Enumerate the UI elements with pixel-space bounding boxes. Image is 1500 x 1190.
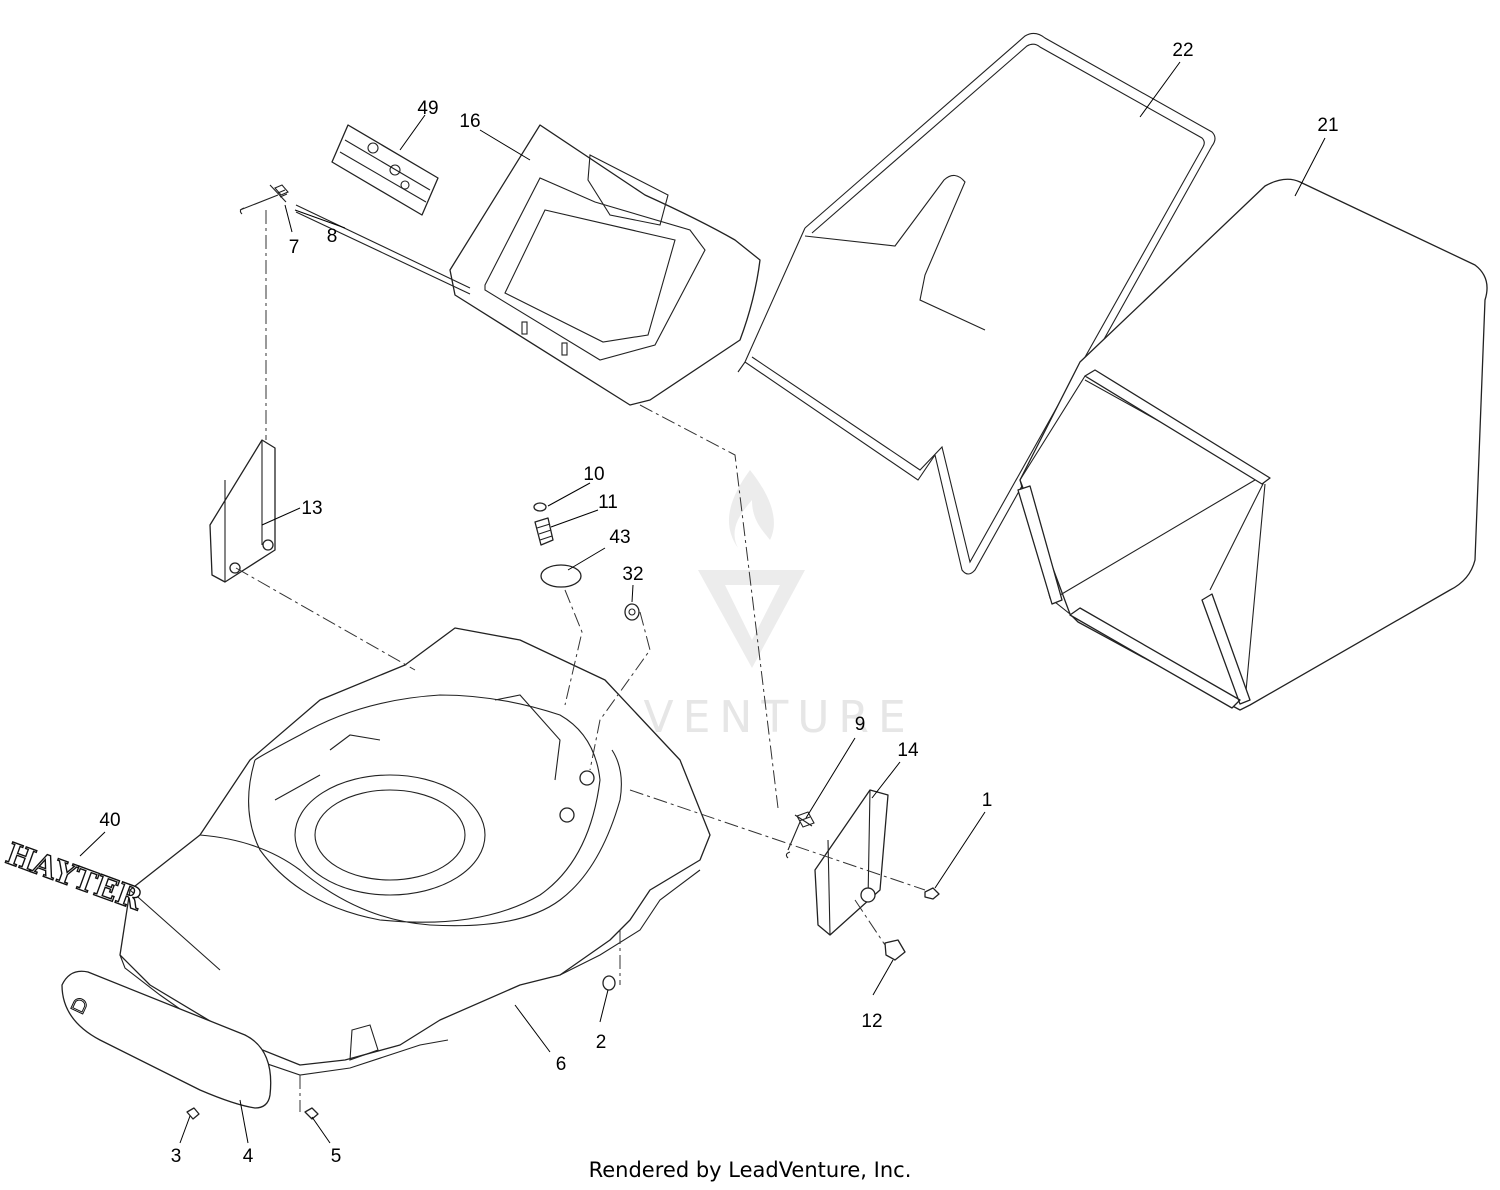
callout-12: 12 bbox=[861, 1011, 882, 1032]
leader-lines bbox=[79, 61, 1326, 1144]
callout-13: 13 bbox=[301, 498, 322, 519]
callout-14: 14 bbox=[897, 740, 919, 761]
grass-bag-frame bbox=[737, 32, 1216, 575]
rear-flap bbox=[449, 124, 761, 406]
callout-32: 32 bbox=[622, 564, 643, 585]
callout-4: 4 bbox=[243, 1146, 254, 1167]
footer-credit: Rendered by LeadVenture, Inc. bbox=[589, 1158, 912, 1182]
callout-10: 10 bbox=[583, 464, 604, 485]
callout-3: 3 bbox=[171, 1146, 182, 1167]
callout-7: 7 bbox=[289, 237, 300, 258]
assembly-lines bbox=[235, 210, 926, 1112]
callout-8: 8 bbox=[327, 226, 338, 247]
fasteners bbox=[186, 887, 940, 1120]
brand-decal: HAYTER bbox=[1, 836, 148, 919]
callout-6: 6 bbox=[556, 1054, 567, 1075]
torsion-spring bbox=[785, 811, 815, 859]
callout-1: 1 bbox=[982, 790, 993, 811]
grass-bag bbox=[1017, 178, 1488, 711]
callout-9: 9 bbox=[855, 714, 866, 735]
callout-labels: 1 2 3 4 5 6 7 8 9 10 11 12 13 14 16 21 2… bbox=[99, 40, 1338, 1167]
right-rear-bracket bbox=[814, 789, 889, 936]
warning-decal bbox=[331, 124, 439, 216]
mower-deck bbox=[119, 627, 711, 1076]
callout-49: 49 bbox=[417, 98, 438, 119]
callout-5: 5 bbox=[331, 1146, 342, 1167]
callout-43: 43 bbox=[609, 527, 630, 548]
left-rear-bracket bbox=[209, 439, 276, 583]
callout-16: 16 bbox=[459, 111, 480, 132]
callout-2: 2 bbox=[596, 1032, 607, 1053]
callout-22: 22 bbox=[1172, 40, 1193, 61]
callout-40: 40 bbox=[99, 810, 120, 831]
height-adjust-hardware bbox=[533, 502, 640, 621]
nut-2 bbox=[602, 975, 616, 991]
callout-11: 11 bbox=[598, 492, 618, 513]
callout-21: 21 bbox=[1317, 115, 1338, 136]
brand-text: HAYTER bbox=[1, 837, 147, 919]
front-trim: ᗝ bbox=[61, 970, 272, 1109]
hinge-spring-rod bbox=[239, 184, 471, 295]
